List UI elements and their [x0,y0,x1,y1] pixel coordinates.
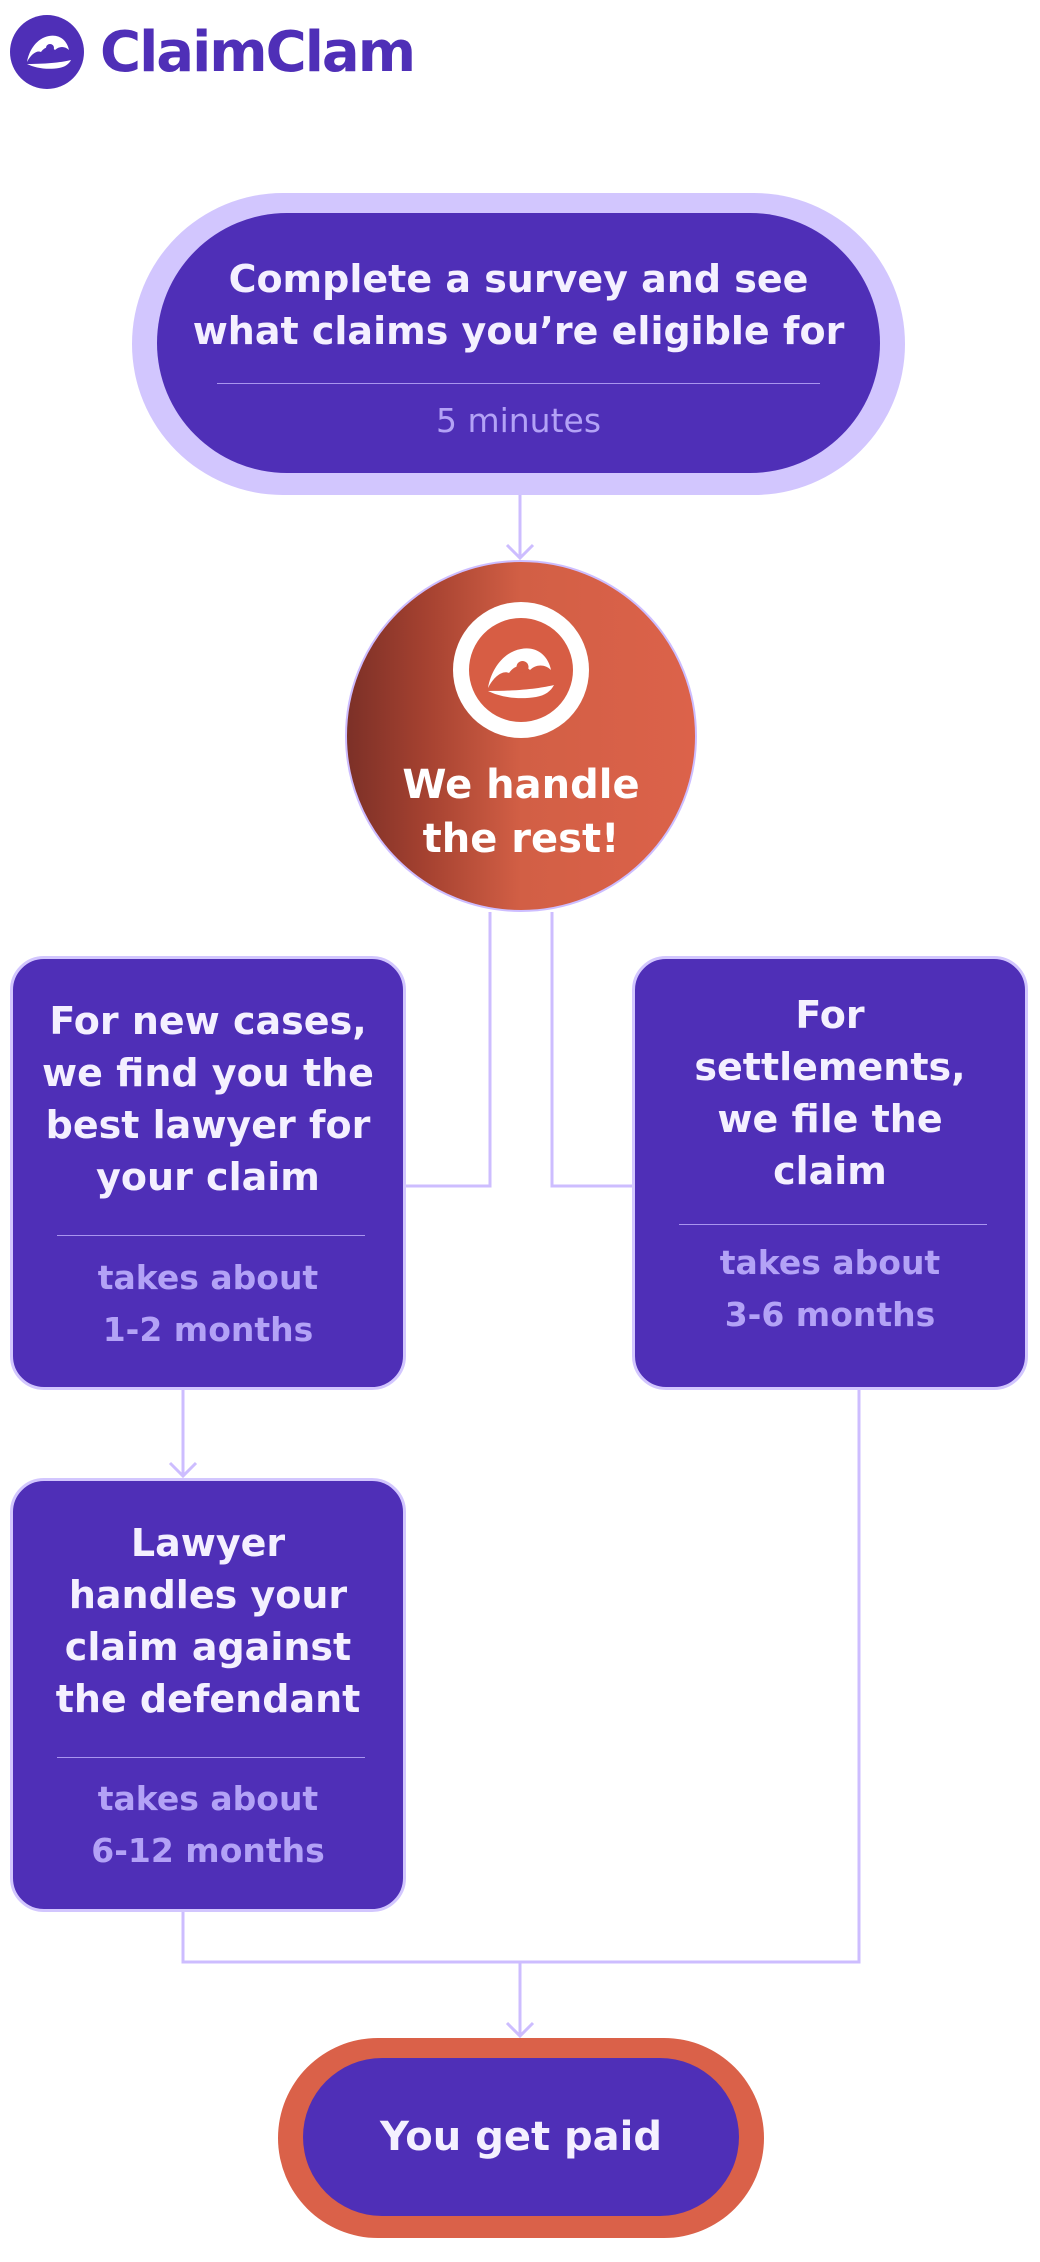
lawyer-step: Lawyer handles your claim against the de… [10,1478,406,1912]
paid-step: You get paid [303,2058,739,2216]
survey-step-title: Complete a survey and see what claims yo… [157,253,880,357]
handle-step-text: We handle the rest! [347,758,695,866]
settlements-duration-line: 3-6 months [724,1295,936,1334]
handle-line-2: the rest! [422,816,620,862]
new-cases-title-line: your claim [96,1155,320,1199]
lawyer-title-line: claim against [64,1625,352,1669]
lawyer-title-line: handles your [68,1573,348,1617]
survey-duration: 5 minutes [435,401,602,440]
settlements-title-line: For [795,993,865,1037]
handle-step: We handle the rest! [345,560,697,912]
new-cases-title-line: we find you the [42,1051,374,1095]
survey-title-line-2: what claims you’re eligible for [192,309,845,353]
connector-handle-to-new-cases [406,912,492,1188]
new-cases-duration-line: 1-2 months [102,1310,314,1349]
survey-step: Complete a survey and see what claims yo… [157,213,880,473]
new-cases-title-line: best lawyer for [45,1103,371,1147]
survey-divider [217,383,820,384]
lawyer-title: Lawyer handles your claim against the de… [23,1517,393,1725]
new-cases-step: For new cases, we find you the best lawy… [10,956,406,1390]
lawyer-title-line: the defendant [55,1677,361,1721]
settlements-title: For settlements, we file the claim [645,989,1015,1197]
new-cases-title: For new cases, we find you the best lawy… [23,995,393,1203]
settlements-step: For settlements, we file the claim takes… [632,956,1028,1390]
clam-icon [453,602,589,738]
settlements-duration: takes about 3-6 months [635,1237,1025,1341]
settlements-title-line: we file the [717,1097,943,1141]
settlements-duration-line: takes about [719,1243,941,1282]
settlements-title-line: settlements, [694,1045,966,1089]
new-cases-duration: takes about 1-2 months [13,1252,403,1356]
new-cases-title-line: For new cases, [49,999,367,1043]
lawyer-duration-line: 6-12 months [91,1831,325,1870]
arrow-head-lawyer [168,1461,198,1479]
arrow-head-paid [505,2021,535,2039]
settlements-title-line: claim [773,1149,887,1193]
lawyer-divider [57,1757,365,1758]
lawyer-duration: takes about 6-12 months [13,1773,403,1877]
handle-line-1: We handle [402,762,640,808]
lawyer-duration-line: takes about [97,1779,319,1818]
new-cases-duration-line: takes about [97,1258,319,1297]
settlements-divider [679,1224,987,1225]
brand-name: ClaimClam [100,19,416,85]
clam-icon [10,15,84,89]
brand-logo[interactable]: ClaimClam [10,12,416,92]
connector-handle-to-settlements [550,912,632,1188]
arrow-head-handle [505,543,535,561]
lawyer-title-line: Lawyer [130,1521,286,1565]
survey-title-line-1: Complete a survey and see [228,257,809,301]
new-cases-divider [57,1235,365,1236]
